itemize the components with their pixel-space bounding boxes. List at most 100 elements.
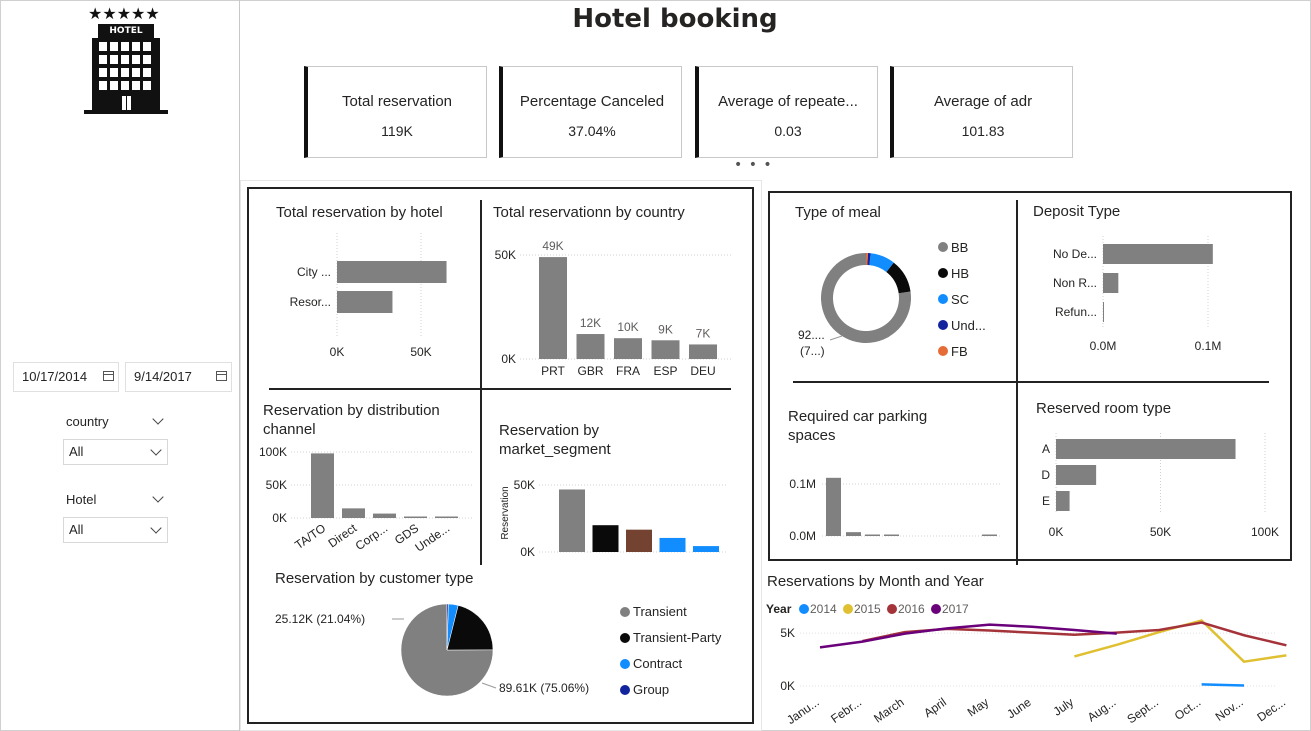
date-end-input[interactable]: 9/14/2017 xyxy=(125,362,232,392)
calendar-icon[interactable] xyxy=(103,371,114,381)
bar xyxy=(435,516,458,518)
data-label: 9K xyxy=(658,322,673,336)
pie-slice xyxy=(869,253,894,273)
hotel-slicer-header[interactable]: Hotel xyxy=(66,491,168,507)
series-line xyxy=(819,623,1117,649)
chart-parking[interactable]: 0.0M0.1M xyxy=(780,458,1010,553)
bar xyxy=(884,534,899,536)
kpi-average-adr[interactable]: Average of adr 101.83 xyxy=(890,66,1073,158)
legend-label: Und... xyxy=(951,318,986,333)
y-tick-label: 0.1M xyxy=(789,477,816,491)
bar xyxy=(311,453,334,518)
x-category-label: ESP xyxy=(653,364,677,378)
hotel-slicer-label: Hotel xyxy=(66,492,97,507)
x-tick-label: 0.0M xyxy=(1090,339,1117,353)
chevron-down-icon[interactable] xyxy=(152,413,164,425)
bar xyxy=(559,489,585,552)
x-category-label: May xyxy=(965,695,992,719)
x-tick-label: 50K xyxy=(410,345,431,359)
pie-slice xyxy=(446,603,449,651)
legend-label: Contract xyxy=(633,656,683,671)
hotel-building-icon xyxy=(84,24,168,114)
bar xyxy=(1103,302,1104,322)
x-category-label: Aug... xyxy=(1085,695,1119,724)
chart-title-by-hotel: Total reservation by hotel xyxy=(276,204,443,221)
kpi-total-reservation[interactable]: Total reservation 119K xyxy=(304,66,487,158)
y-tick-label: 0K xyxy=(501,352,516,366)
more-options-icon[interactable]: • • • xyxy=(734,157,773,173)
legend-marker xyxy=(938,268,948,278)
y-category-label: Resor... xyxy=(290,295,331,309)
x-category-label: Dec... xyxy=(1254,695,1288,724)
bar xyxy=(337,261,447,283)
legend-marker xyxy=(938,346,948,356)
bar xyxy=(576,334,605,359)
kpi-label: Percentage Canceled xyxy=(519,93,665,110)
x-category-label: July xyxy=(1051,695,1077,719)
x-tick-label: 100K xyxy=(1251,525,1279,539)
pie-slice xyxy=(886,262,911,294)
hotel-select[interactable]: All xyxy=(63,517,168,543)
bar xyxy=(982,534,997,536)
country-select-value: All xyxy=(69,444,84,459)
chevron-down-icon[interactable] xyxy=(150,522,162,534)
data-label: 49K xyxy=(542,239,563,253)
bar xyxy=(865,534,880,536)
chevron-down-icon[interactable] xyxy=(150,444,162,456)
x-category-label: Nov... xyxy=(1213,695,1246,724)
y-tick-label: 0K xyxy=(780,679,795,693)
bar xyxy=(1056,439,1236,459)
kpi-percentage-canceled[interactable]: Percentage Canceled 37.04% xyxy=(499,66,682,158)
bar xyxy=(689,344,717,359)
legend-marker xyxy=(799,604,809,614)
date-start-input[interactable]: 10/17/2014 xyxy=(13,362,119,392)
bar xyxy=(1103,273,1119,293)
legend-label: 2015 xyxy=(854,602,881,616)
y-category-label: No De... xyxy=(1053,247,1097,261)
legend-title: Year xyxy=(766,602,792,616)
kpi-label: Total reservation xyxy=(341,93,453,110)
bar xyxy=(342,508,365,518)
legend-label: Transient-Party xyxy=(633,630,722,645)
chart-by-channel[interactable]: 0K50K100KTA/TODirectCorp...GDSUnde... xyxy=(258,440,478,555)
data-label: 92.... xyxy=(798,328,825,342)
kpi-value: 0.03 xyxy=(774,123,802,139)
x-category-label: Oct... xyxy=(1172,695,1204,723)
kpi-average-repeated[interactable]: Average of repeate... 0.03 xyxy=(695,66,878,158)
bar xyxy=(651,340,680,359)
y-category-label: Refun... xyxy=(1055,305,1097,319)
y-tick-label: 5K xyxy=(780,626,795,640)
x-category-label: PRT xyxy=(541,364,565,378)
divider xyxy=(793,381,1269,383)
legend-label: SC xyxy=(951,292,969,307)
legend-marker xyxy=(938,294,948,304)
y-tick-label: 50K xyxy=(266,478,287,492)
y-tick-label: 0K xyxy=(272,511,287,525)
x-category-label: Febr... xyxy=(828,695,864,726)
legend-marker xyxy=(938,320,948,330)
chevron-down-icon[interactable] xyxy=(152,491,164,503)
legend-marker xyxy=(620,633,630,643)
y-tick-label: 50K xyxy=(495,248,516,262)
bar xyxy=(404,516,427,518)
legend-label: HB xyxy=(951,266,969,281)
legend-marker xyxy=(620,659,630,669)
legend-marker xyxy=(843,604,853,614)
legend-label: Group xyxy=(633,682,669,697)
bar xyxy=(626,529,652,552)
chart-title-room-type: Reserved room type xyxy=(1036,400,1172,417)
country-slicer-header[interactable]: country xyxy=(66,413,168,429)
y-category-label: A xyxy=(1042,442,1050,456)
chart-by-customer[interactable]: 25.12K (21.04%)89.61K (75.06%)TransientT… xyxy=(270,590,750,720)
legend-label: 2016 xyxy=(898,602,925,616)
bar xyxy=(659,537,686,552)
calendar-icon[interactable] xyxy=(216,371,227,381)
country-select[interactable]: All xyxy=(63,439,168,465)
